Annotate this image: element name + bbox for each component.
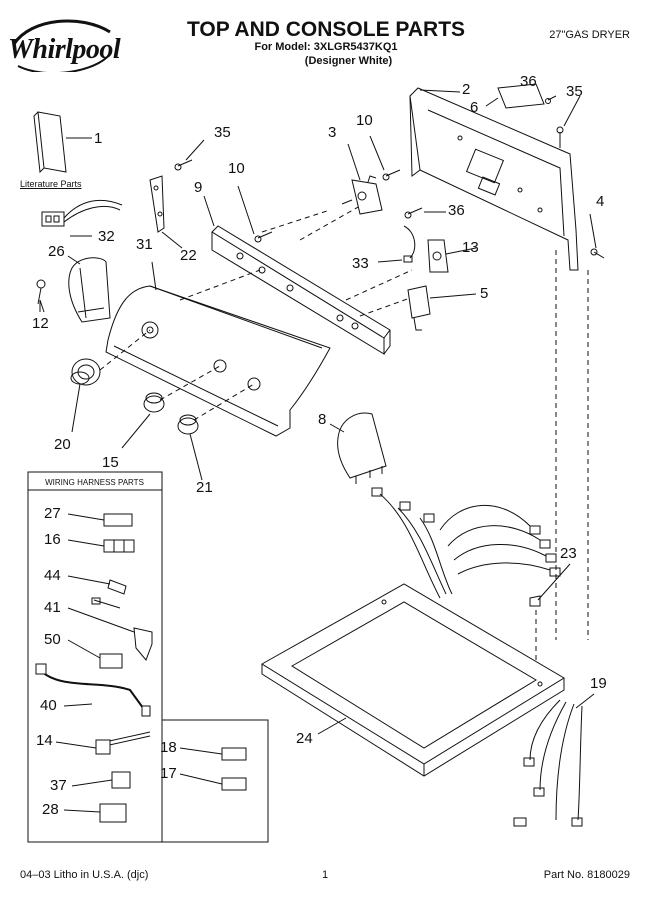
harness-callout-17: 17 (160, 765, 177, 782)
knob-21 (177, 414, 199, 435)
console-31 (105, 285, 331, 437)
wiring-harness-title: WIRING HARNESS PARTS (45, 478, 144, 487)
callout-20: 20 (54, 436, 71, 453)
callout-24: 24 (296, 730, 313, 747)
harness-callout-37: 37 (50, 777, 67, 794)
harness-callout-16: 16 (44, 531, 61, 548)
knob-20 (70, 358, 101, 386)
plate-6 (497, 83, 545, 109)
color-line: (Designer White) (304, 55, 393, 67)
backguard-2 (409, 87, 579, 271)
callout-10-right: 10 (356, 112, 373, 129)
footer-litho: 04–03 Litho in U.S.A. (djc) (20, 869, 149, 881)
harness-box-frame (27, 471, 163, 843)
screws (174, 95, 605, 259)
knob-15 (143, 392, 165, 413)
callout-9: 9 (194, 179, 203, 196)
callout-3: 3 (328, 124, 337, 141)
callout-8: 8 (318, 411, 327, 428)
callout-22: 22 (180, 247, 197, 264)
callout-19: 19 (590, 675, 607, 692)
callout-13: 13 (462, 239, 479, 256)
harness-callout-28: 28 (42, 801, 59, 818)
callout-35-left: 35 (214, 124, 231, 141)
callout-10-left: 10 (228, 160, 245, 177)
harness-callout-40: 40 (40, 697, 57, 714)
timer-3 (341, 175, 383, 215)
harness-callout-44: 44 (44, 567, 61, 584)
literature-part (33, 111, 92, 174)
switch-13 (427, 239, 449, 273)
footer-page-number: 1 (322, 869, 329, 881)
wire-bundle-19 (513, 699, 583, 827)
callout-26: 26 (48, 243, 65, 260)
callout-4: 4 (596, 193, 605, 210)
endcap-26 (68, 257, 111, 323)
harness-callout-18: 18 (160, 739, 177, 756)
callout-6: 6 (470, 99, 479, 116)
harness-callout-50: 50 (44, 631, 61, 648)
brand-name: Whirlpool (8, 34, 121, 65)
callout-2: 2 (462, 81, 471, 98)
clip-23 (529, 595, 541, 607)
harness-callout-41: 41 (44, 599, 61, 616)
callout-32: 32 (98, 228, 115, 245)
bracket-22 (149, 175, 165, 233)
callout-12: 12 (32, 315, 49, 332)
harness-32 (41, 199, 123, 237)
product-type: 27"GAS DRYER (549, 29, 630, 41)
callout-36-mid: 36 (448, 202, 465, 219)
callout-23: 23 (560, 545, 577, 562)
footer-part-number: Part No. 8180029 (543, 869, 630, 881)
model-line: For Model: 3XLGR5437KQ1 (254, 41, 398, 53)
screw-12 (36, 279, 46, 312)
callout-36-top: 36 (520, 73, 537, 90)
switch-5 (407, 285, 431, 331)
callout-35-right: 35 (566, 83, 583, 100)
harness-parts (35, 513, 247, 823)
callout-1: 1 (94, 130, 103, 147)
control-bracket-9 (211, 225, 391, 355)
callout-31: 31 (136, 236, 153, 253)
endcap-8 (337, 412, 387, 484)
harness-callout-27: 27 (44, 505, 61, 522)
page-title: TOP AND CONSOLE PARTS (186, 18, 466, 41)
literature-parts-label: Literature Parts (20, 179, 82, 189)
leader-lines (39, 89, 597, 735)
harness-leaders (55, 513, 223, 813)
logo-swirl-icon (12, 19, 111, 75)
whirlpool-logo: Whirlpool (6, 14, 121, 75)
harness-callout-14: 14 (36, 732, 53, 749)
callout-15: 15 (102, 454, 119, 471)
top-24 (261, 583, 565, 777)
callout-5: 5 (480, 285, 489, 302)
callout-21: 21 (196, 479, 213, 496)
wire-bundle-upper (371, 487, 561, 599)
callout-33: 33 (352, 255, 369, 272)
harness-33 (377, 225, 416, 263)
